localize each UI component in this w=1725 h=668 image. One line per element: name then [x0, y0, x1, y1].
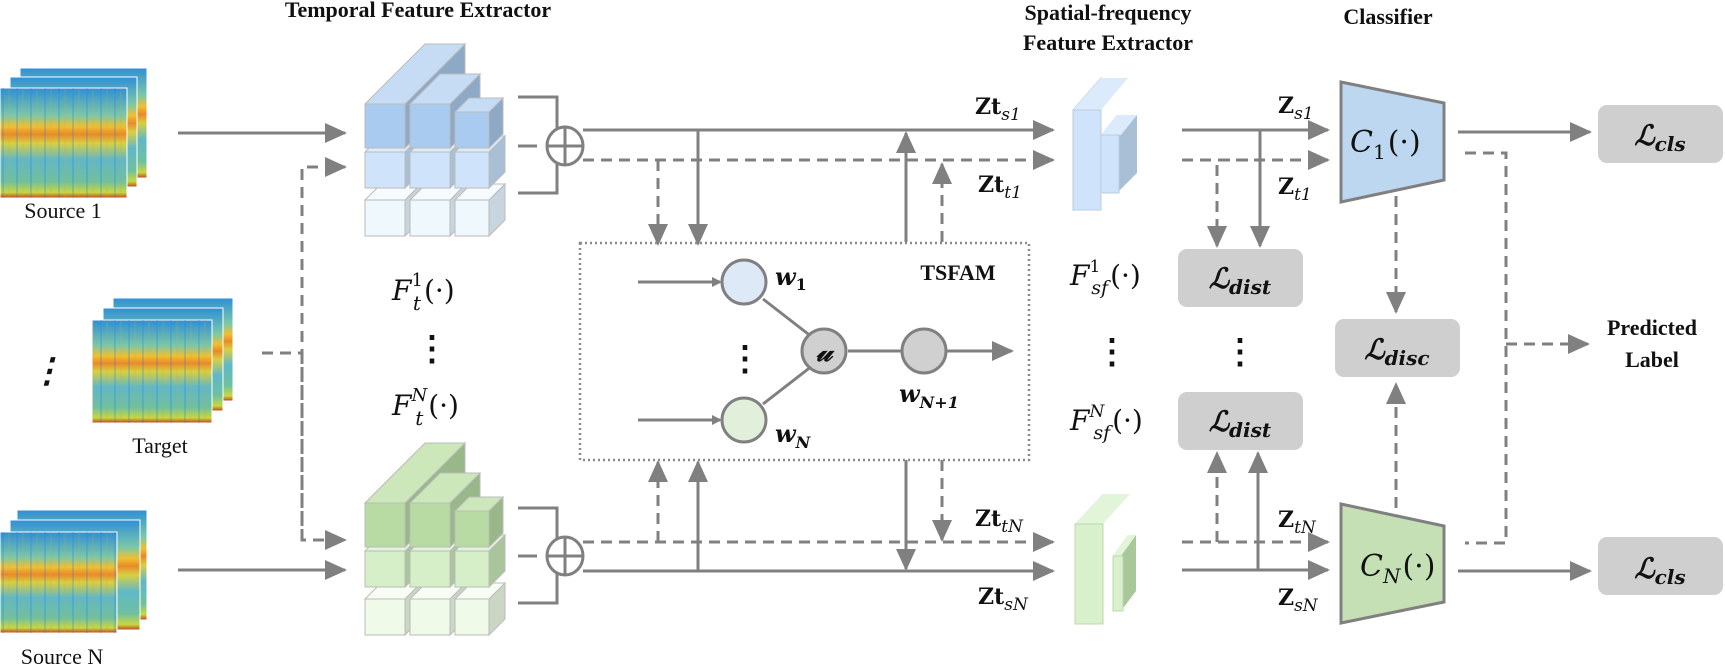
wN1-node	[900, 327, 948, 375]
zsN-label: ZsN	[1278, 585, 1319, 616]
prediction-merge-line	[1465, 151, 1508, 545]
temporal-extractor-N	[363, 441, 507, 637]
classifier-1-label: C1(·)	[1350, 125, 1421, 164]
classifier-N: CN(·)	[1339, 502, 1446, 625]
lcls-label-1: ℒcls	[1634, 119, 1685, 156]
zs1-label: Zs1	[1278, 93, 1314, 124]
wN-to-u-edge	[762, 364, 813, 406]
ldist-label-N: ℒdist	[1209, 405, 1272, 442]
ldist-box-1: ℒdist	[1178, 249, 1303, 307]
classifier-1: C1(·)	[1339, 80, 1446, 204]
target-spectrogram	[91, 297, 234, 424]
cube-block	[453, 182, 507, 238]
zt1-label: Zt1	[1278, 174, 1312, 205]
target-to-extractorN-arrow	[300, 353, 347, 550]
tsfam-border	[578, 241, 1031, 462]
spatial-extractor-N	[1074, 494, 1136, 625]
ldist-label-1: ℒdist	[1209, 262, 1272, 299]
source1-label: Source 1	[24, 198, 102, 223]
ldist-box-N: ℒdist	[1178, 392, 1303, 450]
temporal-extractor-heading: Temporal Feature Extractor	[285, 0, 552, 22]
source1-spectrogram	[0, 67, 148, 199]
wN1-label: wN+1	[899, 379, 959, 412]
ztt1-label: Ztt1	[978, 172, 1022, 203]
tsfam-title: TSFAM	[920, 260, 996, 285]
tsfam-module: TSFAM 𝓊 w1 wN wN+1 ⋮	[578, 241, 1031, 462]
lcls-box-1: ℒcls	[1598, 105, 1723, 163]
u-node	[800, 327, 848, 375]
ldist-ellipsis: ⋮	[1223, 332, 1257, 372]
w1-label: w1	[775, 262, 807, 294]
temporal-extractors-ellipsis: ⋮	[415, 329, 449, 369]
wN-node	[720, 396, 768, 444]
zttN-label: ZttN	[975, 506, 1024, 537]
spatial-extractor-heading-line2: Feature Extractor	[1023, 30, 1193, 55]
target-label: Target	[132, 433, 187, 458]
spatial-extractor-1	[1072, 76, 1137, 212]
cube-block	[453, 96, 505, 150]
zts1-label: Zts1	[975, 94, 1021, 125]
sources-ellipsis: ⋮	[30, 351, 64, 391]
classifier-heading: Classifier	[1343, 4, 1432, 29]
w1-node	[720, 258, 768, 306]
ldisc-box: ℒdisc	[1335, 319, 1460, 377]
temporal-extractor-1	[363, 42, 507, 238]
ztN-label: ZtN	[1278, 507, 1317, 538]
cube-block	[453, 495, 505, 549]
sourceN-spectrogram	[0, 509, 148, 634]
sum-node-1	[518, 95, 585, 195]
sourceN-label: Source N	[21, 644, 104, 668]
ldisc-label: ℒdisc	[1364, 333, 1429, 370]
predicted-label-line2: Label	[1625, 347, 1679, 372]
classifier-N-label: CN(·)	[1360, 549, 1435, 588]
tsfam-ellipsis: ⋮	[728, 339, 762, 379]
spatial-extractor-heading-line1: Spatial-frequency	[1024, 0, 1191, 25]
lcls-label-N: ℒcls	[1634, 552, 1685, 589]
spatial-extractors-ellipsis: ⋮	[1095, 332, 1129, 372]
sum-node-N	[518, 506, 585, 605]
cube-block	[453, 581, 507, 637]
target-to-extractor1-arrow	[300, 157, 347, 540]
wN-label: wN	[775, 419, 812, 452]
u-label: 𝓊	[816, 335, 835, 368]
zt1-to-ldist-arrow	[1207, 158, 1248, 248]
predicted-label-line1: Predicted	[1607, 315, 1697, 340]
w1-to-u-edge	[762, 297, 813, 339]
lcls-box-N: ℒcls	[1598, 537, 1723, 595]
ztsN-label: ZtsN	[978, 584, 1029, 615]
